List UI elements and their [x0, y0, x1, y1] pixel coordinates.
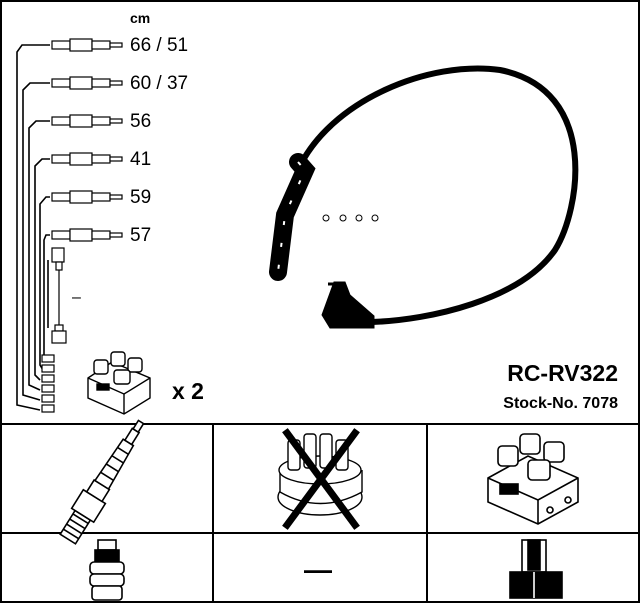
connector-rows	[41, 38, 123, 413]
spark-plug-icon	[59, 419, 145, 545]
single-wire-dash: –	[72, 289, 81, 306]
connector-row-6	[51, 228, 123, 242]
model-number: RC-RV322	[507, 360, 618, 386]
stock-number: Stock-No. 7078	[503, 395, 618, 412]
length-label-6: 57	[130, 225, 152, 246]
single-wire	[51, 247, 67, 344]
length-label-4: 41	[130, 149, 152, 170]
connector-row-1	[51, 38, 123, 52]
not-applicable-dash: —	[304, 554, 332, 585]
plug-boot-icon	[89, 539, 125, 601]
unit-label: cm	[130, 10, 151, 26]
ignition-coil-icon	[487, 433, 579, 525]
terminal-ends	[41, 354, 55, 413]
multiplier-label: x 2	[172, 378, 204, 404]
wire-tree	[16, 44, 50, 411]
length-label-5: 59	[130, 187, 152, 208]
connector-row-5	[51, 190, 123, 204]
length-label-1: 66 / 51	[130, 35, 189, 56]
connector-row-3	[51, 114, 123, 128]
length-label-2: 60 / 37	[130, 73, 189, 94]
length-label-3: 56	[130, 111, 152, 132]
ignition-lead	[269, 65, 579, 329]
connector-row-2	[51, 76, 123, 90]
terminal-icon	[509, 539, 563, 599]
not-included-cross-icon	[282, 428, 360, 530]
connector-row-4	[51, 152, 123, 166]
seal-rings	[322, 214, 379, 222]
coil-small-icon	[87, 351, 151, 415]
distributor-cap-icon	[277, 433, 363, 516]
